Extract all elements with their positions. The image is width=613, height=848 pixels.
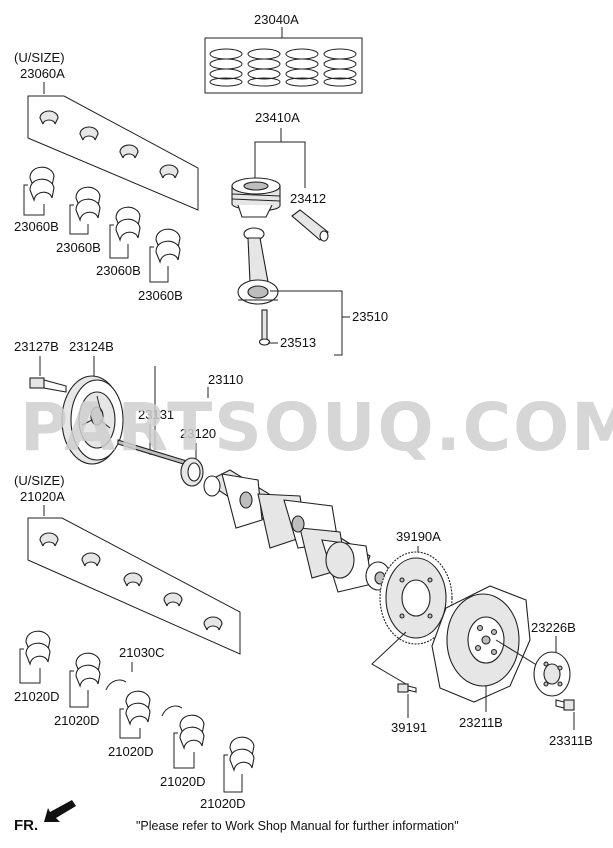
bearing-half-21020D-3[interactable] — [125, 690, 151, 726]
label-23412: 23412 — [290, 191, 326, 206]
label-23110: 23110 — [208, 372, 243, 387]
adapter-plate[interactable] — [533, 651, 571, 697]
piston[interactable] — [231, 177, 281, 218]
label-23040A: 23040A — [254, 12, 299, 27]
label-23060B-4: 23060B — [138, 288, 183, 303]
label-23131: 23131 — [138, 407, 174, 422]
piston-ring-set[interactable] — [204, 37, 363, 94]
label-23127B: 23127B — [14, 339, 59, 354]
label-23120: 23120 — [180, 426, 216, 441]
crankshaft-pulley-bolt[interactable] — [29, 377, 67, 393]
label-23124B: 23124B — [69, 339, 114, 354]
piston-pin[interactable] — [291, 209, 329, 242]
bearing-half-23060B-4[interactable] — [155, 228, 181, 264]
crankshaft[interactable] — [203, 469, 391, 593]
ring-gear-plate[interactable] — [379, 551, 453, 645]
label-23060A: 23060A — [20, 66, 65, 81]
label-21020D-5: 21020D — [200, 796, 246, 811]
label-39191: 39191 — [391, 720, 427, 735]
crankshaft-damper-pulley[interactable] — [61, 375, 124, 465]
bearing-half-23060B-2[interactable] — [75, 186, 101, 222]
label-21020D-2: 21020D — [54, 713, 100, 728]
label-23060B-3: 23060B — [96, 263, 141, 278]
label-21020D-1: 21020D — [14, 689, 60, 704]
bearing-half-21020D-5[interactable] — [229, 736, 255, 772]
label-21020D-3: 21020D — [108, 744, 154, 759]
flywheel-drive-plate[interactable] — [431, 585, 531, 703]
label-39190A: 39190A — [396, 529, 441, 544]
footer-note: "Please refer to Work Shop Manual for fu… — [136, 819, 459, 833]
connecting-rod-bolt[interactable] — [258, 309, 271, 346]
front-oil-seal[interactable] — [180, 457, 204, 487]
front-indicator-label: FR. — [14, 817, 38, 834]
connecting-rod[interactable] — [237, 227, 279, 305]
thrust-washer[interactable] — [105, 679, 183, 717]
bearing-set-21020A[interactable] — [27, 517, 241, 655]
label-21020A-usize: (U/SIZE) — [14, 473, 65, 488]
label-23211B: 23211B — [459, 715, 503, 730]
watermark: PARTSOUQ.COM — [20, 389, 613, 466]
bearing-half-21020D-4[interactable] — [179, 714, 205, 750]
label-23060B-1: 23060B — [14, 219, 59, 234]
label-23510: 23510 — [352, 309, 388, 324]
bearing-half-21020D-1[interactable] — [25, 630, 51, 666]
label-21020A: 21020A — [20, 489, 65, 504]
label-23226B: 23226B — [531, 620, 576, 635]
bearing-half-23060B-3[interactable] — [115, 206, 141, 242]
flywheel-bolt-23311B[interactable] — [555, 699, 575, 711]
flywheel-bolt-39191[interactable] — [397, 683, 417, 693]
label-23513: 23513 — [280, 335, 316, 350]
label-23060B-2: 23060B — [56, 240, 101, 255]
label-23410A: 23410A — [255, 110, 300, 125]
label-21030C: 21030C — [119, 645, 165, 660]
bearing-set-23060A[interactable] — [27, 95, 199, 211]
label-23311B: 23311B — [549, 733, 593, 748]
bearing-half-21020D-2[interactable] — [75, 652, 101, 688]
label-21020D-4: 21020D — [160, 774, 206, 789]
label-23060A-usize: (U/SIZE) — [14, 50, 65, 65]
arrow-left-down-icon — [44, 800, 76, 822]
bearing-half-23060B-1[interactable] — [29, 166, 55, 202]
